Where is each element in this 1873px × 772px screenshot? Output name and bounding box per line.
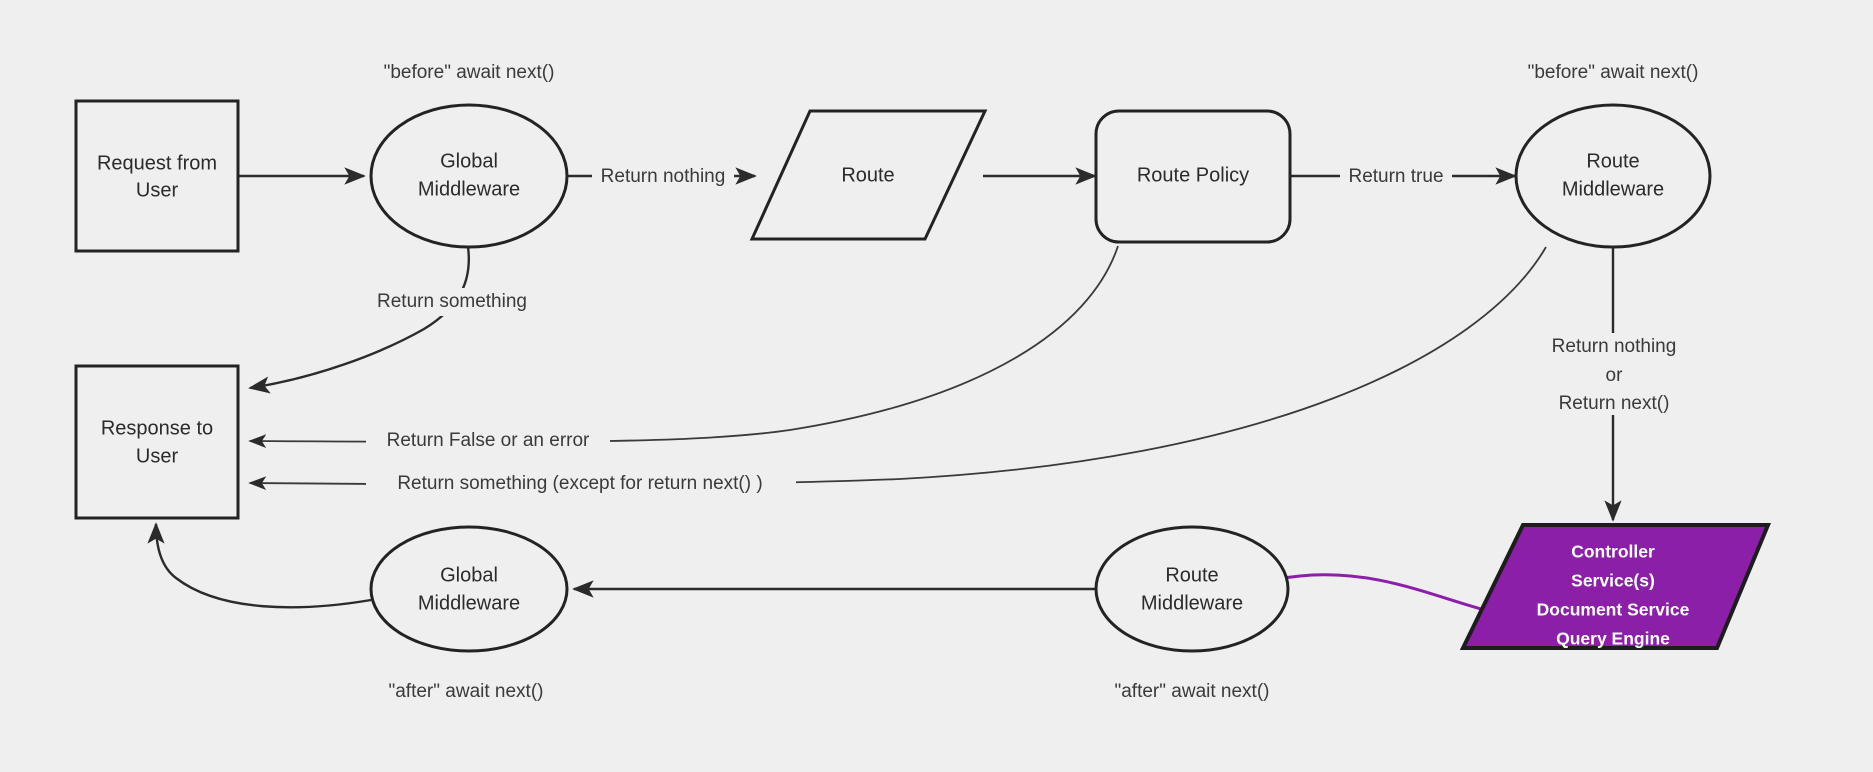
edge-global-middleware-return-something: [248, 246, 470, 394]
node-route-middleware-top-label-line2: Middleware: [1562, 178, 1664, 200]
node-route-middleware-bottom-label-line2: Middleware: [1141, 592, 1243, 614]
annotation-before-await-next-route: "before" await next(): [1528, 62, 1699, 83]
svg-text:Return False or an error: Return False or an error: [387, 430, 590, 451]
svg-text:Return something (except for r: Return something (except for return next…: [397, 473, 762, 494]
edge-label-return-something-except: Return something (except for return next…: [366, 470, 796, 498]
node-controller-label-line4: Query Engine: [1556, 629, 1670, 649]
edge-label-return-false-or-error: Return False or an error: [366, 427, 610, 455]
edge-label-return-true: Return true: [1340, 162, 1452, 190]
node-global-middleware-top-label-line2: Middleware: [418, 178, 520, 200]
annotation-before-await-next-global: "before" await next(): [384, 62, 555, 83]
node-global-middleware-bottom-label-line2: Middleware: [418, 592, 520, 614]
node-request-label-line1: Request from: [97, 152, 217, 174]
edge-global-middleware-bottom-to-response: [147, 522, 372, 609]
node-request-label-line2: User: [136, 179, 179, 201]
edge-label-return-nothing: Return nothing: [592, 162, 734, 190]
node-global-middleware-bottom-label-line1: Global: [440, 564, 498, 586]
node-route-middleware-bottom[interactable]: Route Middleware: [1094, 525, 1290, 653]
node-response-label-line1: Response to: [101, 417, 213, 439]
node-request-from-user[interactable]: Request from User: [74, 99, 240, 253]
node-route-middleware-bottom-label-line1: Route: [1165, 564, 1218, 586]
node-global-middleware-top-label-line1: Global: [440, 150, 498, 172]
annotation-after-await-next-route: "after" await next(): [1115, 681, 1270, 702]
node-controller-label-line1: Controller: [1571, 542, 1655, 562]
node-controller-services[interactable]: Controller Service(s) Document Service Q…: [1459, 523, 1771, 650]
node-route-policy[interactable]: Route Policy: [1094, 109, 1292, 244]
svg-text:Return true: Return true: [1348, 166, 1443, 187]
node-global-middleware-bottom[interactable]: Global Middleware: [369, 525, 569, 653]
node-global-middleware-top[interactable]: Global Middleware: [369, 103, 569, 249]
node-controller-label-line3: Document Service: [1537, 600, 1690, 620]
node-controller-label-line2: Service(s): [1571, 571, 1655, 591]
node-route-middleware-top[interactable]: Route Middleware: [1514, 103, 1712, 249]
node-route[interactable]: Route: [749, 109, 988, 241]
svg-text:Return next(): Return next(): [1559, 393, 1670, 414]
svg-text:Return something: Return something: [377, 291, 527, 312]
node-response-label-line2: User: [136, 445, 179, 467]
node-route-policy-label: Route Policy: [1137, 164, 1249, 186]
edge-route-policy-return-false-or-error: [248, 245, 1119, 448]
svg-text:Return nothing: Return nothing: [601, 166, 726, 187]
node-route-middleware-top-label-line1: Route: [1586, 150, 1639, 172]
node-route-label: Route: [841, 164, 894, 186]
svg-text:or: or: [1606, 365, 1624, 386]
svg-text:Return nothing: Return nothing: [1552, 336, 1677, 357]
edge-label-return-something: Return something: [366, 288, 538, 316]
edge-label-return-nothing-or-next: Return nothing or Return next(): [1528, 333, 1700, 415]
annotation-after-await-next-global: "after" await next(): [389, 681, 544, 702]
node-response-to-user[interactable]: Response to User: [74, 364, 240, 520]
